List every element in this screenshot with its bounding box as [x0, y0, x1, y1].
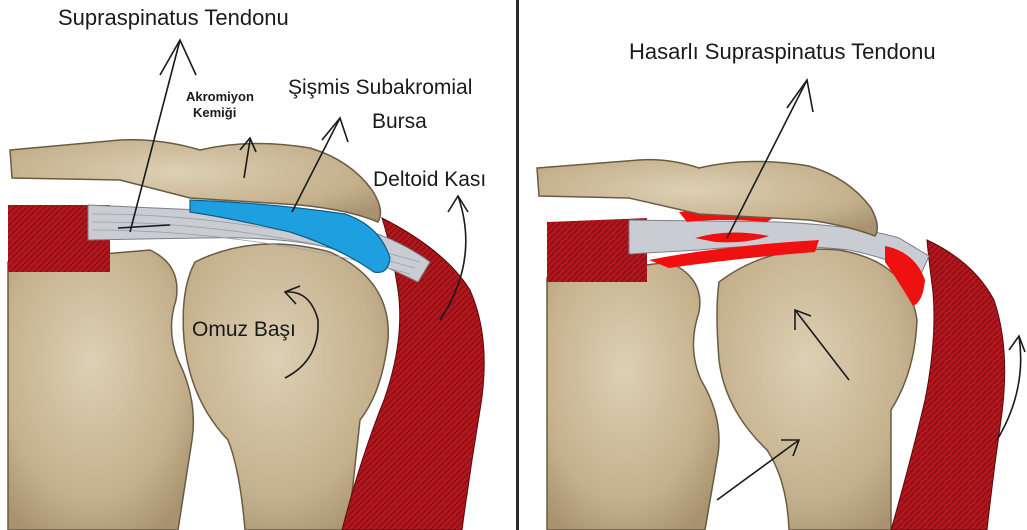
scapula-bone [547, 262, 719, 530]
damaged-shoulder-illustration [519, 0, 1027, 530]
deltoid-label: Deltoid Kası [373, 168, 486, 191]
bursa-label-line1: Şişmis Subakromial [288, 76, 472, 99]
humerus-bone [717, 249, 917, 530]
supraspinatus-tendon-label: Supraspinatus Tendonu [58, 6, 289, 30]
bursa-label-line2: Bursa [372, 110, 427, 133]
scapula-bone [8, 250, 193, 530]
damaged-tendon-label: Hasarlı Supraspinatus Tendonu [629, 40, 936, 64]
acromion-label-line1: Akromiyon [186, 90, 254, 104]
acromion-label-line2: Kemiği [193, 106, 236, 120]
humeral-head-label: Omuz Başı [192, 318, 296, 341]
damaged-shoulder-panel: Hasarlı Supraspinatus Tendonu [519, 0, 1027, 530]
normal-shoulder-panel: Supraspinatus Tendonu Akromiyon Kemiği Ş… [0, 0, 517, 530]
